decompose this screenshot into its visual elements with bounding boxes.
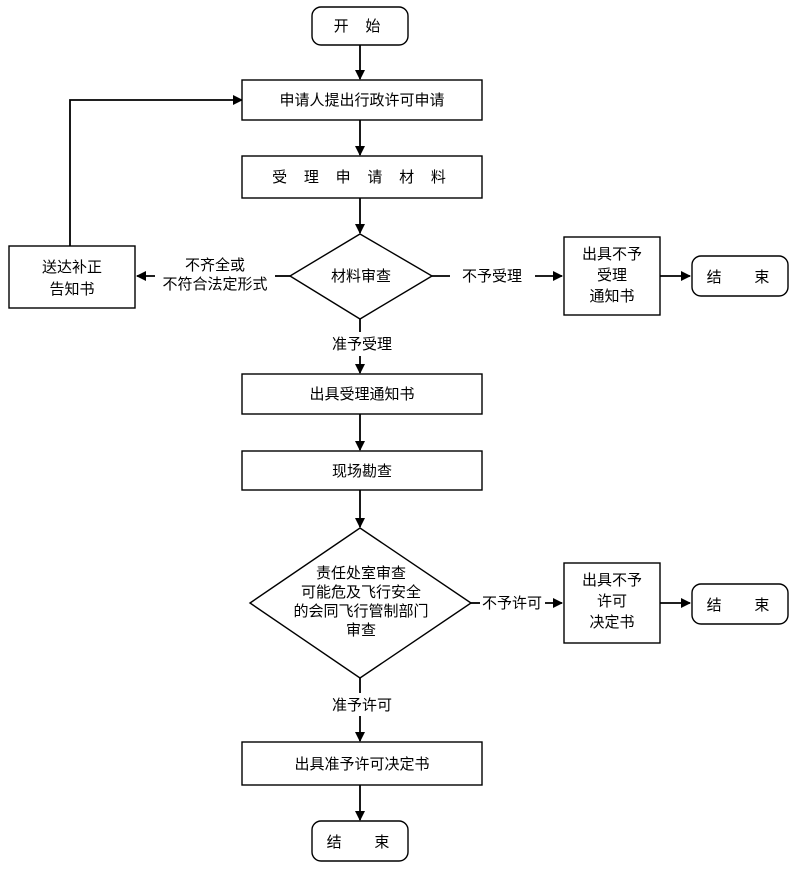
deny-decision-box [563, 562, 661, 644]
end-label-final: 结 束 [327, 833, 404, 851]
reject-notice-line3: 通知书 [589, 287, 634, 305]
accept-notice-box [241, 373, 483, 415]
site-inspection-box [241, 450, 483, 491]
reject-notice-line2: 受理 [597, 266, 627, 284]
site-inspection-label: 现场勘查 [332, 462, 392, 480]
apply-step-label: 申请人提出行政许可申请 [279, 91, 444, 109]
approve-decision-box [241, 741, 483, 786]
reject-label: 不予受理 [462, 267, 522, 285]
deny-decision-line1: 出具不予 [582, 571, 642, 589]
end-label-2: 结 束 [707, 596, 784, 614]
accept-notice-label: 出具受理通知书 [309, 385, 414, 403]
approve-label: 准予许可 [332, 696, 392, 714]
correction-notice-box [8, 245, 136, 309]
receive-step-label: 受 理 申 请 材 料 [272, 168, 452, 186]
deny-decision-line3: 决定书 [589, 613, 634, 631]
review-decision-label: 材料审查 [331, 267, 391, 285]
review-decision-diamond [288, 233, 434, 320]
reject-notice-line1: 出具不予 [582, 245, 642, 263]
end-terminator-1 [691, 255, 789, 297]
correction-notice-line1: 送达补正 [42, 258, 102, 276]
dept-review-decision-diamond [248, 527, 473, 679]
deny-label: 不予许可 [482, 594, 542, 612]
dept-review-line4: 审查 [346, 621, 376, 639]
end-terminator-final [311, 820, 409, 862]
dept-review-line1: 责任处室审查 [316, 564, 406, 582]
end-terminator-2 [691, 583, 789, 625]
incomplete-label-line1: 不齐全或 [185, 256, 245, 274]
end-label-1: 结 束 [707, 268, 784, 286]
correction-notice-line2: 告知书 [49, 280, 94, 298]
reject-notice-box [563, 236, 661, 316]
dept-review-line2: 可能危及飞行安全 [301, 583, 421, 601]
accept-label: 准予受理 [332, 335, 392, 353]
deny-decision-line2: 许可 [597, 592, 627, 610]
connectors [69, 45, 691, 821]
approve-decision-label: 出具准予许可决定书 [294, 755, 429, 773]
start-terminator [311, 6, 409, 46]
start-label: 开 始 [334, 17, 387, 35]
dept-review-line3: 的会同飞行管制部门 [293, 602, 428, 620]
receive-step-box [241, 155, 483, 199]
incomplete-label-line2: 不符合法定形式 [162, 275, 267, 293]
arrow-correction-back-to-apply [69, 95, 243, 246]
apply-step-box [241, 79, 483, 121]
